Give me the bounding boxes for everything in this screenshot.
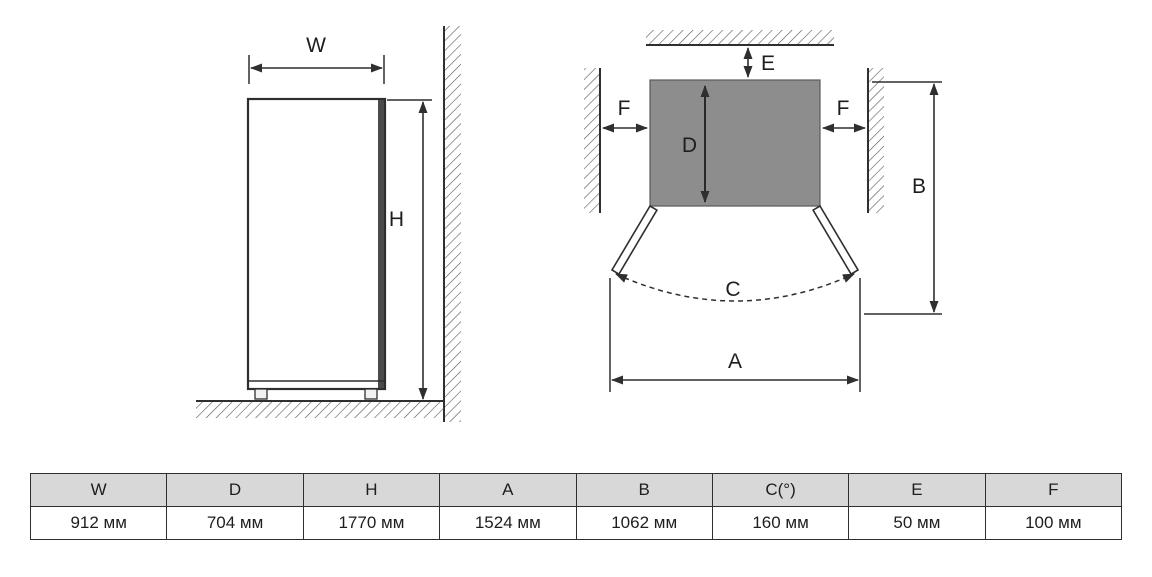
value-cell-h: 1770 мм <box>302 506 441 540</box>
value-cell-a: 1524 мм <box>439 506 577 540</box>
header-cell-e: E <box>848 473 986 507</box>
door-open-right <box>812 204 860 276</box>
dim-w-label: W <box>306 34 326 57</box>
top-view-diagram: E F F D C B A <box>584 30 942 392</box>
header-cell-h: H <box>302 473 441 507</box>
header-cell-f: F <box>984 473 1123 507</box>
dim-a-label: A <box>728 350 742 373</box>
wall-left-hatch <box>584 68 600 213</box>
dim-f-right-label: F <box>837 97 850 120</box>
front-view-diagram: W H <box>196 26 461 422</box>
fridge-top-body <box>649 79 821 207</box>
dim-f-left-label: F <box>618 97 631 120</box>
table-value-row: 912 мм 704 мм 1770 мм 1524 мм 1062 мм 16… <box>29 506 1123 540</box>
table-header-row: W D H A B C(°) E F <box>29 473 1123 507</box>
door-open-left <box>610 204 658 276</box>
header-cell-d: D <box>166 473 304 507</box>
wall-right-hatch <box>444 26 461 422</box>
value-cell-e: 50 мм <box>848 506 986 540</box>
fridge-front-outline <box>246 97 387 391</box>
value-cell-d: 704 мм <box>166 506 304 540</box>
wall-rear-hatch <box>646 30 834 45</box>
dim-h-label: H <box>389 208 404 231</box>
dim-c-label: C <box>725 278 740 301</box>
value-cell-c: 160 мм <box>711 506 850 540</box>
installation-diagrams: W H E F F D C <box>196 26 942 422</box>
dim-b-label: B <box>912 175 926 198</box>
fridge-foot-left <box>254 388 268 400</box>
dim-d-label: D <box>682 134 697 157</box>
header-cell-c: C(°) <box>711 473 850 507</box>
header-cell-a: A <box>439 473 577 507</box>
dim-e-label: E <box>761 52 775 75</box>
value-cell-b: 1062 мм <box>575 506 713 540</box>
diagram-svg: W H E F F D C <box>196 26 942 422</box>
wall-right-top-hatch <box>868 68 884 213</box>
header-cell-w: W <box>29 473 168 507</box>
dimensions-table: W D H A B C(°) E F 912 мм 704 мм 1770 мм… <box>29 473 1123 540</box>
value-cell-f: 100 мм <box>984 506 1123 540</box>
value-cell-w: 912 мм <box>29 506 168 540</box>
header-cell-b: B <box>575 473 713 507</box>
floor-hatch <box>196 401 444 418</box>
fridge-door-edge <box>378 100 384 388</box>
fridge-foot-right <box>364 388 378 400</box>
